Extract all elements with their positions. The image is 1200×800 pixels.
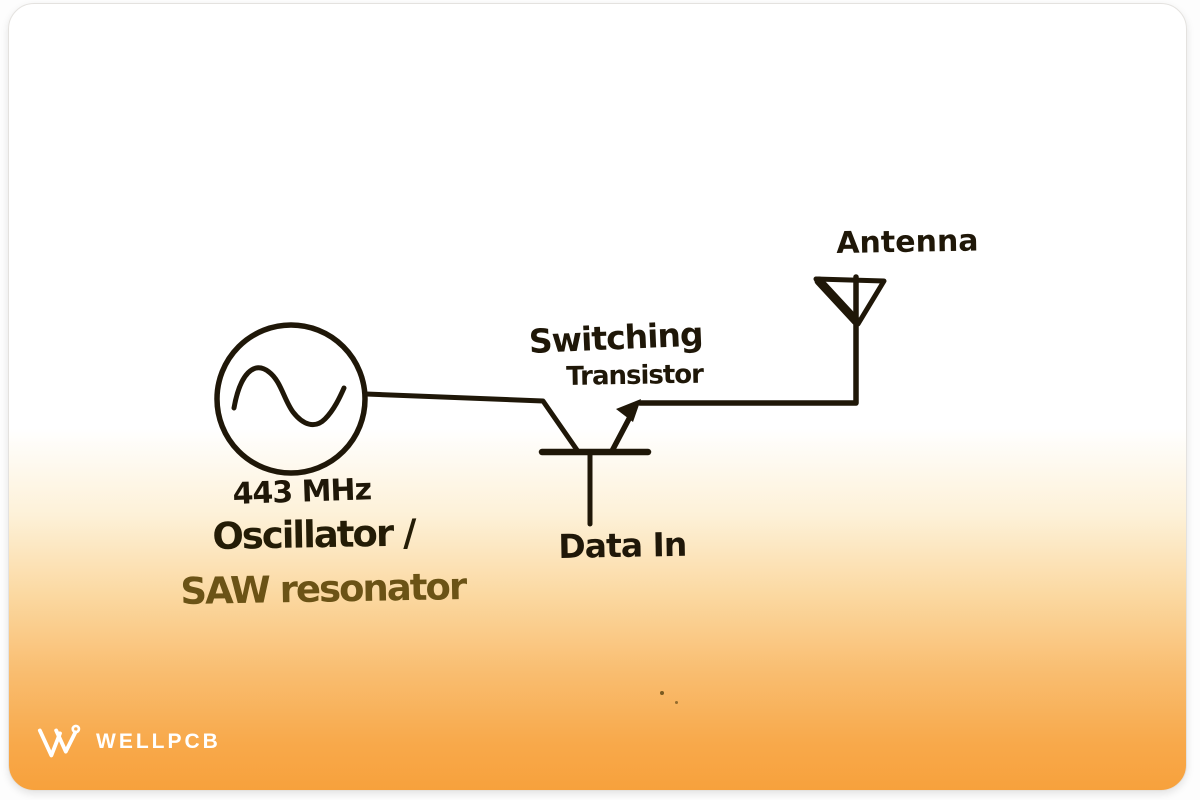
frequency-label: 443 MHz bbox=[232, 472, 372, 512]
antenna-label: Antenna bbox=[836, 223, 979, 261]
data-in-label: Data In bbox=[558, 524, 687, 566]
transistor-arrow-shaft bbox=[609, 412, 634, 454]
antenna-symbol-heavy-edge bbox=[814, 276, 861, 326]
wire-oscillator-to-transistor bbox=[363, 391, 580, 453]
transistor-arrow-head bbox=[616, 399, 641, 422]
diagram-card bbox=[8, 3, 1187, 791]
switching-label: Switching bbox=[528, 314, 704, 361]
oscillator-label: Oscillator / bbox=[212, 511, 415, 558]
sine-wave-icon bbox=[231, 365, 347, 428]
oscillator-symbol bbox=[214, 322, 368, 476]
wellpcb-logo: WELLPCB bbox=[36, 716, 221, 768]
transistor-label: Transistor bbox=[566, 359, 704, 392]
wellpcb-logo-icon bbox=[37, 724, 81, 758]
ink-speck bbox=[660, 691, 664, 695]
saw-resonator-label: SAW resonator bbox=[180, 565, 466, 613]
ink-speck bbox=[675, 701, 678, 704]
wellpcb-logo-text: WELLPCB bbox=[96, 730, 221, 753]
